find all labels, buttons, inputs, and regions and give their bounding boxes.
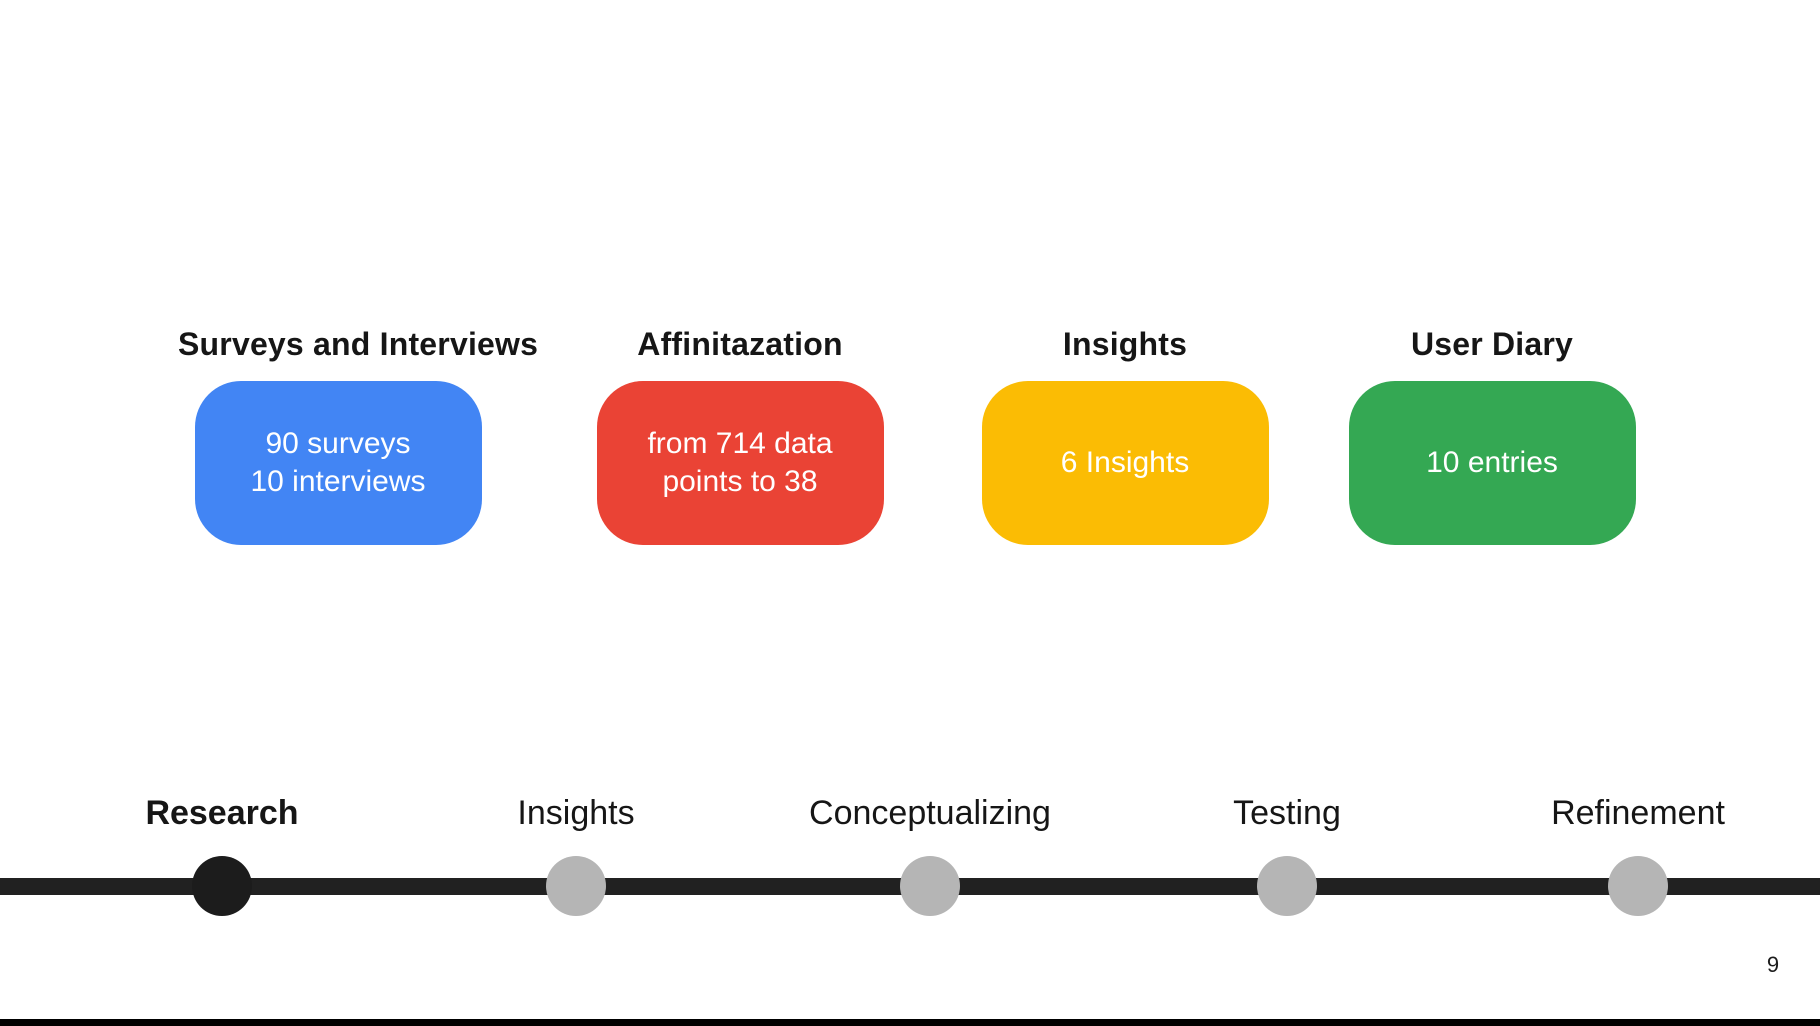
bottom-edge-bar <box>0 1019 1820 1026</box>
card-column-user-diary: User Diary 10 entries <box>1332 322 1652 545</box>
card-column-surveys-and-interviews: Surveys and Interviews 90 surveys 10 int… <box>178 322 539 545</box>
stat-card-user-diary: 10 entries <box>1348 381 1636 545</box>
card-column-insights: Insights 6 Insights <box>965 322 1285 545</box>
timeline-dot-insights <box>546 856 606 916</box>
timeline-label-refinement: Refinement <box>1551 794 1725 832</box>
card-column-affinitazation: Affinitazation from 714 data points to 3… <box>580 322 900 545</box>
stat-card-line: 90 surveys <box>265 427 411 460</box>
stat-card-insights: 6 Insights <box>981 381 1269 545</box>
timeline-dot-research <box>192 856 252 916</box>
stat-card-line: points to 38 <box>662 465 818 498</box>
stat-card-line: 10 interviews <box>250 465 426 498</box>
timeline-label-conceptualizing: Conceptualizing <box>809 794 1051 832</box>
stat-card-surveys: 90 surveys 10 interviews <box>194 381 482 545</box>
card-title: Affinitazation <box>637 326 843 362</box>
page-number: 9 <box>1766 952 1780 977</box>
timeline-dot-testing <box>1257 856 1317 916</box>
timeline-label-insights: Insights <box>517 794 635 832</box>
stat-card-affinitazation: from 714 data points to 38 <box>596 381 884 545</box>
card-title: User Diary <box>1410 326 1574 362</box>
timeline-label-research: Research <box>145 794 299 832</box>
card-title: Surveys and Interviews <box>178 326 539 362</box>
stat-card-line: 6 Insights <box>1060 446 1190 479</box>
timeline-dot-refinement <box>1608 856 1668 916</box>
stat-card-line: from 714 data <box>647 427 833 460</box>
stat-card-line: 10 entries <box>1426 446 1558 479</box>
timeline-dot-conceptualizing <box>900 856 960 916</box>
timeline-label-testing: Testing <box>1233 794 1341 832</box>
card-title: Insights <box>1062 326 1188 362</box>
